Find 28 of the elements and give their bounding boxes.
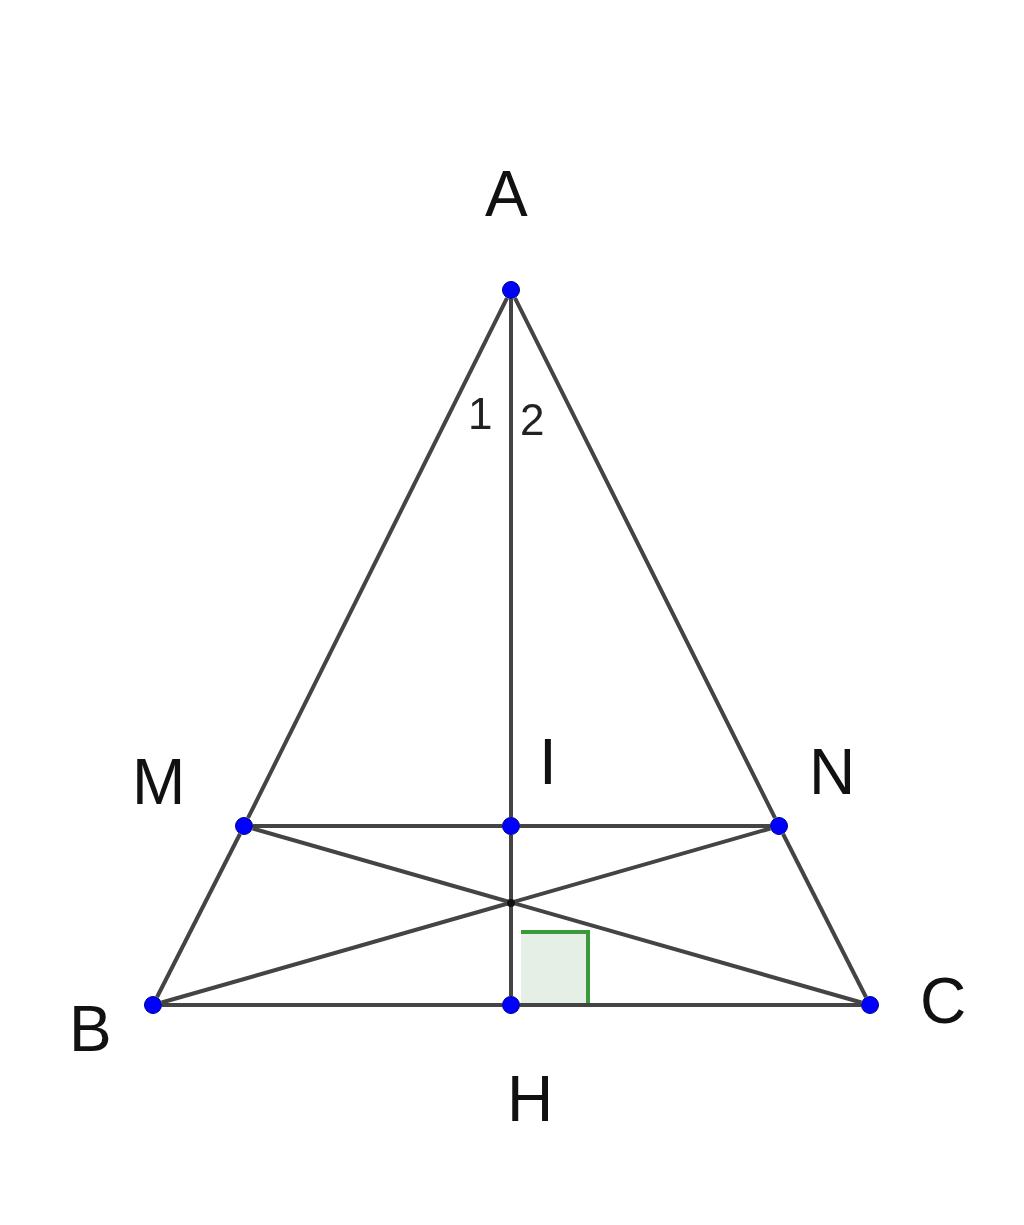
point-dot [502, 817, 520, 835]
line-segment [509, 835, 513, 996]
angle-label: 2 [520, 398, 545, 442]
line-segment [246, 297, 509, 819]
angle-label: 1 [468, 392, 493, 436]
point-dot [770, 817, 788, 835]
line-segment [513, 297, 777, 819]
line-segment [509, 299, 513, 817]
line-segment [781, 833, 868, 998]
line-segment [253, 824, 502, 828]
point-dot [502, 281, 520, 299]
point-label: H [507, 1067, 554, 1131]
point-label: I [539, 730, 557, 794]
point-label: A [485, 162, 528, 226]
point-dot [861, 996, 879, 1014]
point-dot [502, 996, 520, 1014]
line-segment [252, 826, 862, 1005]
line-segment [520, 824, 770, 828]
line-segment [162, 1003, 502, 1007]
point-label: C [920, 969, 967, 1033]
point-label: N [809, 740, 856, 804]
point-label: M [132, 750, 186, 814]
point-label: B [69, 997, 112, 1061]
line-segment [520, 1003, 861, 1007]
line-segment [155, 833, 242, 998]
line-segment [161, 826, 771, 1005]
point-dot [144, 996, 162, 1014]
point-dot [235, 817, 253, 835]
